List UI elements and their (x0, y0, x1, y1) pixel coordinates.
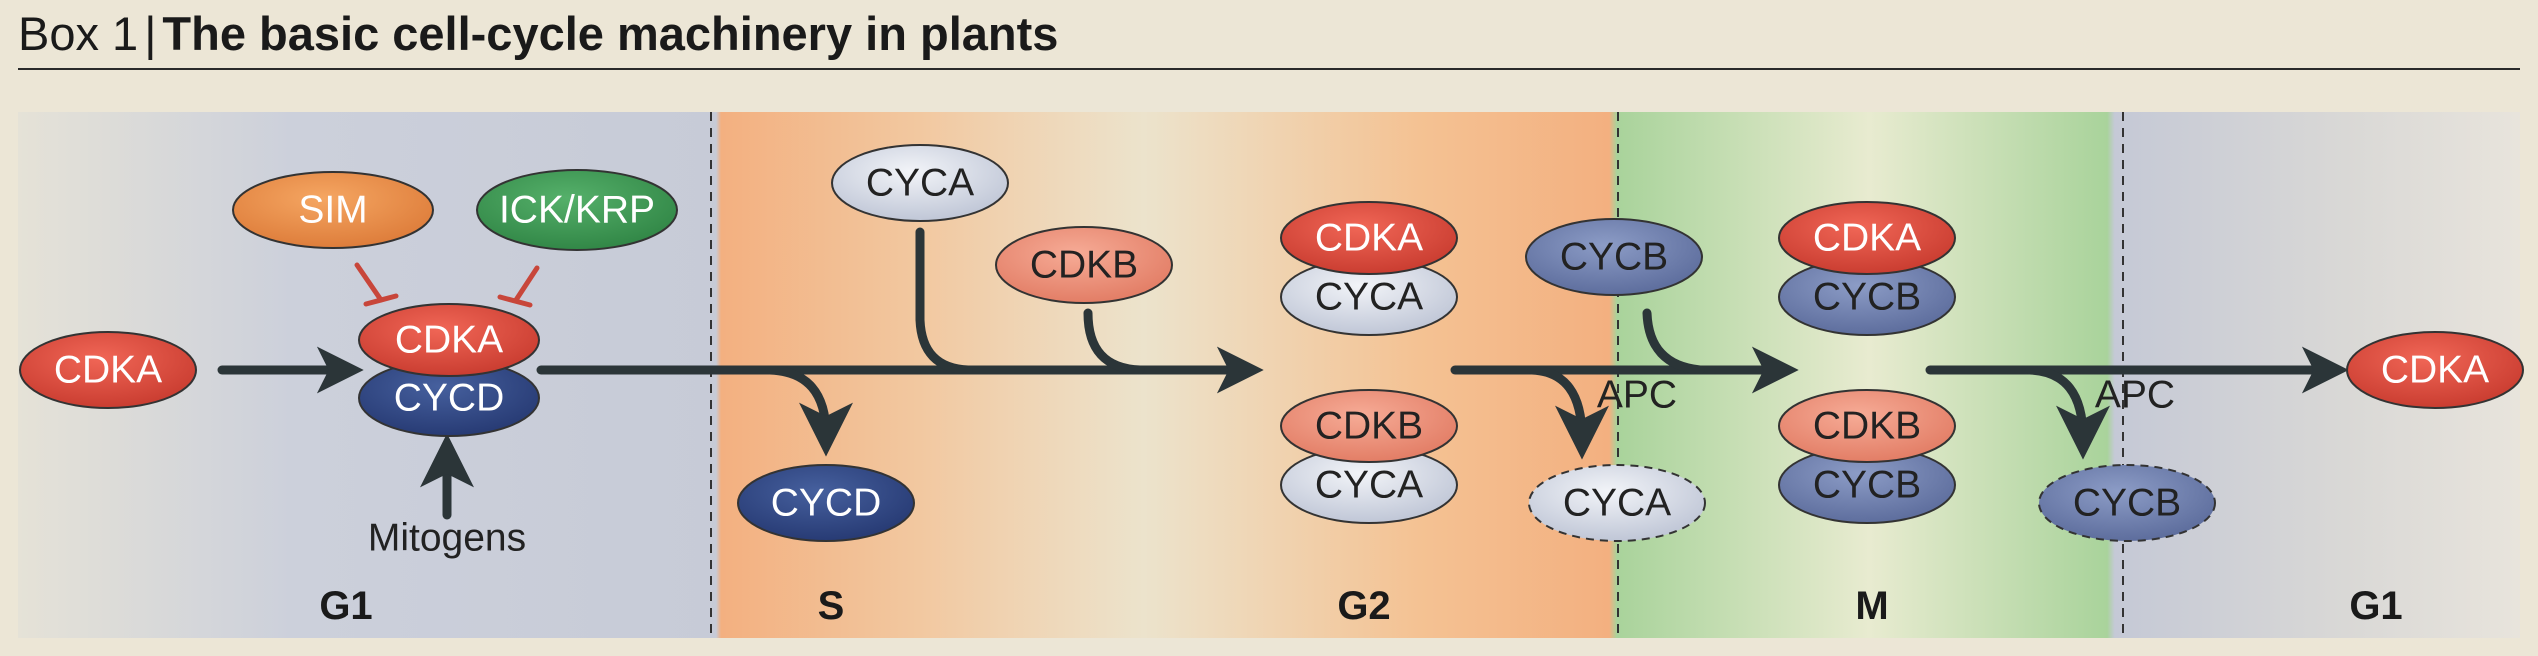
phase-label-g1-next: G1 (2349, 584, 2402, 628)
label-cdka-end: CDKA (2381, 349, 2489, 392)
cdkb-g2-shape (1280, 389, 1458, 463)
label-cdkb-s: CDKB (1030, 244, 1138, 287)
label-apc-1: APC (1597, 374, 1677, 417)
phase-labels: G1 S G2 M G1 (319, 584, 2402, 628)
cdkb-s-shape (995, 226, 1173, 304)
phase-label-s: S (818, 584, 845, 628)
inhibition-ick (513, 265, 540, 303)
arrow-cyca-join (915, 227, 973, 375)
cdka-m-shape (1778, 201, 1956, 275)
arrow-cycb-join (1642, 308, 1705, 375)
label-cycb-degraded: CYCB (2073, 482, 2181, 525)
label-cycb-m-bottom: CYCB (1813, 464, 1921, 507)
cycb-degraded-shape (2038, 464, 2216, 542)
label-cycb-g2m: CYCB (1560, 236, 1668, 279)
cdka-end-shape (2346, 331, 2524, 409)
label-cyca-s: CYCA (866, 162, 974, 205)
label-cdka-start: CDKA (54, 349, 162, 392)
label-apc-2: APC (2095, 374, 2175, 417)
cycd-degraded-shape (737, 464, 915, 542)
label-cyca-g2-bottom: CYCA (1315, 464, 1423, 507)
cdka-g2-shape (1280, 201, 1458, 275)
box-label: Box 1 (18, 7, 139, 60)
label-cyca-g2-top: CYCA (1315, 276, 1423, 319)
label-cdkb-g2: CDKB (1315, 405, 1423, 448)
header-rule (18, 68, 2520, 70)
box-header: Box 1|The basic cell-cycle machinery in … (18, 4, 1058, 64)
sim-shape (232, 171, 434, 249)
phase-label-g1: G1 (319, 584, 372, 628)
label-cdka-m: CDKA (1813, 217, 1921, 260)
arrow-cycb-degradation (2025, 365, 2110, 460)
arrows (217, 227, 2349, 520)
arrow-cycd-degradation (765, 365, 853, 457)
cyca-degraded-shape (1528, 464, 1706, 542)
cdka-start-shape (19, 331, 197, 409)
proteins (19, 144, 2524, 542)
arrow-cdkb-join (1083, 308, 1145, 375)
cyca-s-shape (831, 144, 1009, 222)
phase-label-m: M (1855, 584, 1888, 628)
label-cycd-g1: CYCD (394, 377, 505, 420)
label-ick-krp: ICK/KRP (499, 189, 655, 232)
protein-labels: CDKA SIM ICK/KRP CDKA CYCD Mitogens CYCD… (54, 162, 2489, 560)
inhibition-sim-bar (363, 293, 399, 307)
label-cdka-g1: CDKA (395, 319, 503, 362)
label-mitogens: Mitogens (368, 517, 526, 560)
label-cdka-g2: CDKA (1315, 217, 1423, 260)
title-separator: | (144, 7, 157, 60)
ick-krp-shape (476, 169, 678, 251)
cycb-g2m-shape (1525, 218, 1703, 296)
inhibitions (354, 262, 540, 308)
cdka-g1-shape (358, 303, 540, 377)
cdkb-m-shape (1778, 389, 1956, 463)
label-cycb-m-top: CYCB (1813, 276, 1921, 319)
label-sim: SIM (298, 189, 367, 232)
box-title: The basic cell-cycle machinery in plants (162, 7, 1059, 60)
inhibition-sim (354, 262, 384, 303)
label-cdkb-m: CDKB (1813, 405, 1921, 448)
label-cycd-degraded: CYCD (771, 482, 882, 525)
arrow-cyca-degradation (1527, 365, 1609, 460)
inhibition-ick-bar (497, 294, 533, 308)
label-cyca-degraded: CYCA (1563, 482, 1671, 525)
phase-label-g2: G2 (1337, 584, 1390, 628)
